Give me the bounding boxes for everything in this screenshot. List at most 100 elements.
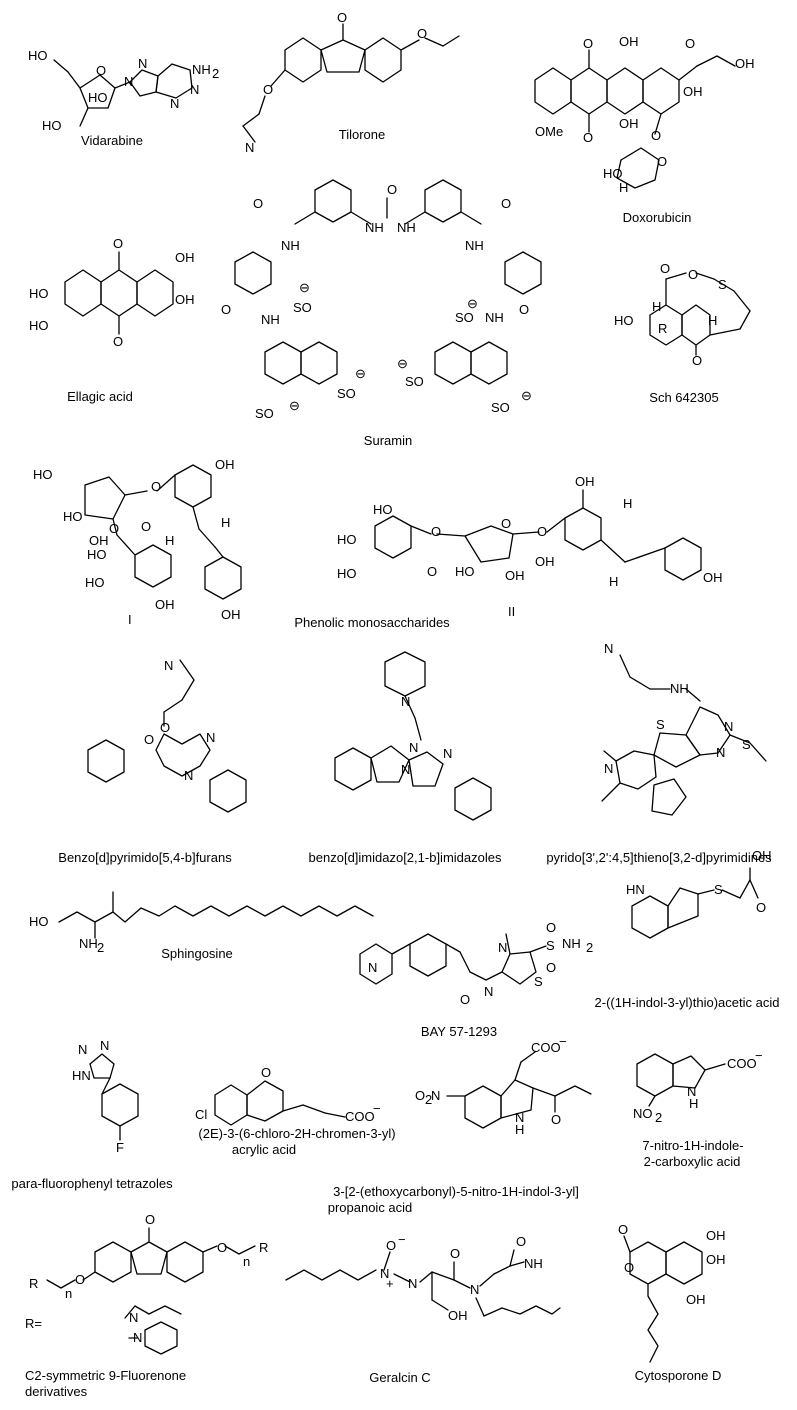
- svg-text:O: O: [583, 130, 593, 145]
- svg-text:n: n: [243, 1254, 250, 1269]
- caption-benzimidazoles: benzo[d]imidazo[2,1-b]imidazoles: [308, 850, 502, 865]
- svg-text:S: S: [546, 938, 555, 953]
- svg-text:O: O: [551, 1112, 561, 1127]
- svg-text:OH: OH: [703, 570, 723, 585]
- svg-text:N: N: [129, 1310, 138, 1325]
- fluorenone-derivative-structure: O O R n O R n R= N N: [25, 1212, 268, 1355]
- svg-text:O: O: [624, 1260, 634, 1275]
- thienopyrimidine-structure: N NH N N S S N: [601, 641, 767, 816]
- svg-text:H: H: [623, 496, 632, 511]
- svg-text:NH: NH: [281, 238, 300, 253]
- svg-text:O: O: [660, 261, 670, 276]
- svg-text:HO: HO: [614, 313, 634, 328]
- svg-text:O: O: [113, 236, 123, 251]
- svg-text:N: N: [206, 730, 215, 745]
- svg-text:O: O: [460, 992, 470, 1007]
- svg-text:NH: NH: [261, 312, 280, 327]
- caption-fluorenone-line1: C2-symmetric 9-Fluorenone: [25, 1368, 187, 1383]
- svg-text:N: N: [716, 745, 725, 760]
- svg-text:O: O: [417, 26, 427, 41]
- svg-text:N: N: [409, 740, 418, 755]
- svg-text:⊖: ⊖: [397, 356, 408, 371]
- svg-text:2: 2: [425, 1092, 432, 1107]
- svg-text:O: O: [537, 524, 547, 539]
- ellagic-acid-structure: O O HO HO OH OH: [29, 236, 195, 349]
- svg-text:H: H: [609, 574, 618, 589]
- caption-indolylthioacetic: 2-((1H-indol-3-yl)thio)acetic acid: [594, 995, 780, 1010]
- vidarabine-structure: HO O HO HO N N NH 2 N N: [28, 48, 219, 133]
- svg-text:HO: HO: [29, 286, 49, 301]
- svg-text:O: O: [337, 10, 347, 25]
- svg-text:N: N: [124, 74, 133, 89]
- svg-text:R: R: [29, 1276, 38, 1291]
- caption-ethoxycarbonyl-line2: propanoic acid: [327, 1200, 413, 1215]
- svg-text:2: 2: [97, 940, 104, 955]
- svg-text:HO: HO: [33, 467, 53, 482]
- svg-text:NH: NH: [365, 220, 384, 235]
- svg-text:NH: NH: [79, 936, 98, 951]
- suramin-structure: O NH O NH O NH NH O NH O NH SO SO SO SO …: [221, 179, 542, 421]
- caption-bay-57-1293: BAY 57-1293: [420, 1024, 498, 1039]
- bay-57-1293-structure: N N S S NH 2 O O N O: [359, 920, 593, 1007]
- svg-text:OH: OH: [89, 533, 109, 548]
- ethoxycarbonyl-structure: COO − O 2 N N H O: [415, 1034, 592, 1137]
- svg-text:COO: COO: [727, 1056, 757, 1071]
- svg-text:N: N: [184, 768, 193, 783]
- svg-text:S: S: [742, 737, 751, 752]
- svg-text:HO: HO: [29, 318, 49, 333]
- svg-text:O: O: [221, 302, 231, 317]
- caption-doxorubicin: Doxorubicin: [622, 210, 692, 225]
- cytosporone-d-structure: O O OH OH OH: [618, 1222, 726, 1363]
- svg-text:−: −: [373, 1101, 381, 1116]
- svg-text:N: N: [100, 1038, 109, 1053]
- svg-text:N: N: [138, 56, 147, 71]
- tilorone-structure: O O O N: [242, 10, 460, 155]
- svg-text:O: O: [685, 36, 695, 51]
- svg-text:O: O: [618, 1222, 628, 1237]
- caption-suramin: Suramin: [363, 433, 413, 448]
- svg-text:NH: NH: [192, 62, 211, 77]
- svg-text:H: H: [221, 515, 230, 530]
- svg-text:N: N: [78, 1042, 87, 1057]
- svg-text:HO: HO: [85, 575, 105, 590]
- svg-text:HN: HN: [72, 1068, 91, 1083]
- svg-text:OH: OH: [505, 568, 525, 583]
- svg-text:2: 2: [212, 66, 219, 81]
- svg-text:2: 2: [586, 940, 593, 955]
- svg-text:O: O: [109, 521, 119, 536]
- svg-text:HO: HO: [42, 118, 62, 133]
- svg-text:N: N: [401, 762, 410, 777]
- svg-text:HO: HO: [88, 90, 108, 105]
- svg-text:⊖: ⊖: [521, 388, 532, 403]
- chromenyl-structure: Cl O COO −: [195, 1065, 381, 1126]
- svg-text:O: O: [141, 519, 151, 534]
- svg-text:NH: NH: [397, 220, 416, 235]
- svg-text:HO: HO: [29, 914, 49, 929]
- svg-text:N: N: [133, 1330, 142, 1345]
- svg-text:NH: NH: [524, 1256, 543, 1271]
- svg-text:⊖: ⊖: [289, 398, 300, 413]
- svg-text:N: N: [724, 719, 733, 734]
- doxorubicin-structure: O OH O OH OH O OH OMe O HO O H: [534, 34, 755, 195]
- phenolic-monosaccharide-ii-structure: OH HO HO HO O O O O HO OH OH H H OH: [337, 474, 723, 589]
- svg-text:HO: HO: [63, 509, 83, 524]
- caption-chromenyl-line1: (2E)-3-(6-chloro-2H-chromen-3-yl): [198, 1126, 396, 1141]
- svg-text:OMe: OMe: [535, 124, 563, 139]
- svg-text:N: N: [470, 1282, 479, 1297]
- svg-text:−: −: [398, 1232, 406, 1247]
- svg-text:N: N: [170, 96, 179, 111]
- benzimidazole-structure: N N N N: [334, 651, 492, 821]
- svg-text:SO: SO: [255, 406, 274, 421]
- svg-text:O: O: [516, 1234, 526, 1249]
- svg-text:O: O: [450, 1246, 460, 1261]
- svg-text:O: O: [583, 36, 593, 51]
- svg-text:N: N: [443, 746, 452, 761]
- svg-text:SO: SO: [337, 386, 356, 401]
- svg-text:H: H: [515, 1122, 524, 1137]
- svg-text:N: N: [604, 761, 613, 776]
- svg-text:H: H: [708, 313, 717, 328]
- svg-text:H: H: [652, 299, 661, 314]
- svg-text:SO: SO: [455, 310, 474, 325]
- svg-text:HO: HO: [337, 532, 357, 547]
- svg-text:N: N: [687, 1084, 696, 1099]
